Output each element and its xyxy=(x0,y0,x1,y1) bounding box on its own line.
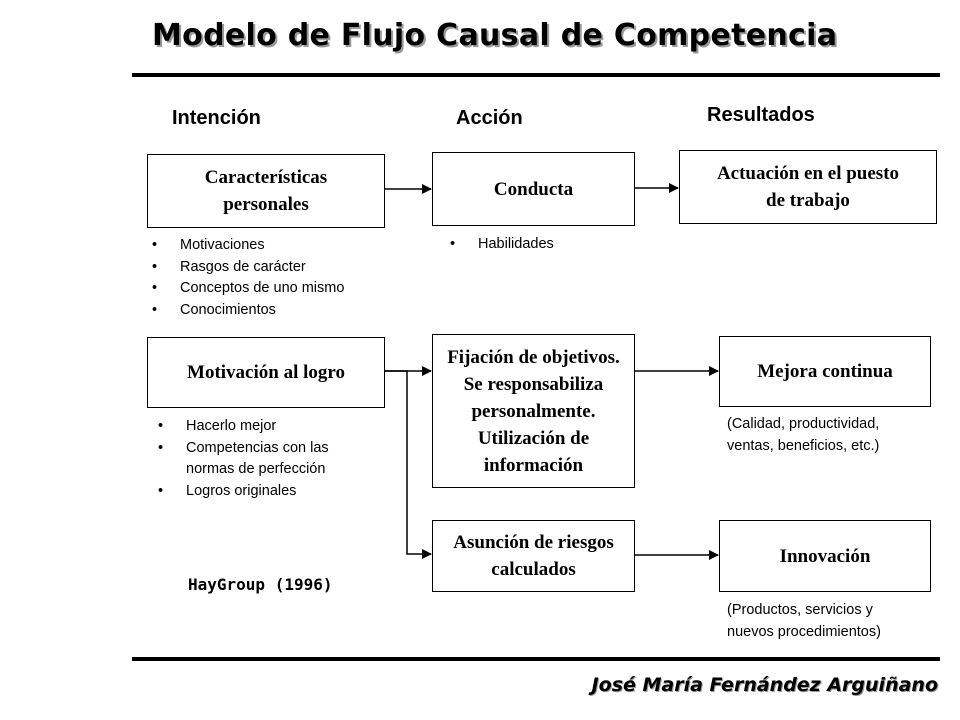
top-divider xyxy=(132,73,940,77)
box-motivacion-logro: Motivación al logro xyxy=(147,337,385,408)
caracteristicas-bullet-list: Motivaciones Rasgos de carácter Concepto… xyxy=(152,235,344,321)
list-item: normas de perfección xyxy=(186,461,326,477)
list-item: Conocimientos xyxy=(152,300,344,322)
column-header-accion: Acción xyxy=(456,107,523,129)
box-conducta: Conducta xyxy=(432,152,635,226)
list-item: Motivaciones xyxy=(152,235,344,257)
box-mejora-continua: Mejora continua xyxy=(719,336,931,407)
list-item: Habilidades xyxy=(450,234,554,256)
list-item: Conceptos de uno mismo xyxy=(152,278,344,300)
motivacion-bullet-list: Hacerlo mejor Competencias con las norma… xyxy=(158,416,329,502)
mejora-note: (Calidad, productividad,ventas, benefici… xyxy=(727,416,880,454)
list-item: Competencias con las xyxy=(158,438,329,460)
author-name: José María Fernández Arguiñano xyxy=(591,674,938,696)
column-header-resultados: Resultados xyxy=(707,104,815,126)
box-innovacion: Innovación xyxy=(719,520,931,592)
list-item: Logros originales xyxy=(158,481,329,503)
list-item: Hacerlo mejor xyxy=(158,416,329,438)
column-header-intencion: Intención xyxy=(172,107,261,129)
conducta-bullet-list: Habilidades xyxy=(450,234,554,256)
source-credit: HayGroup (1996) xyxy=(188,575,333,594)
page-title: Modelo de Flujo Causal de Competencia xyxy=(152,18,838,53)
bottom-divider xyxy=(132,657,940,661)
arrow-motivacion-asuncion xyxy=(385,370,432,559)
list-item: Rasgos de carácter xyxy=(152,257,344,279)
